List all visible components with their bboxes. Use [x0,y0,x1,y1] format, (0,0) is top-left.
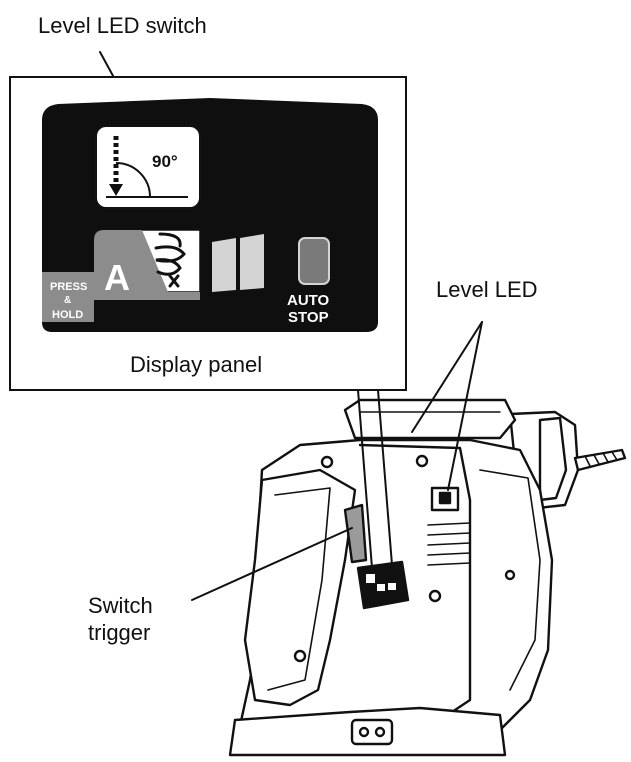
angle-label: 90° [152,152,178,171]
drill-display-panel [356,560,410,610]
mode-a-button[interactable]: A [93,229,201,298]
label-switch-trigger: Switch trigger [88,592,153,646]
stop-label: STOP [288,309,329,326]
leader-level-led-b [447,321,483,491]
drill-switch-trigger [343,503,368,564]
level-led-switch-button[interactable]: 90° [95,125,201,209]
display-panel-enlarged: 90° A PRESS & HOLD AUTO STOP [42,98,378,332]
mode-letter: A [104,257,130,298]
rotary-hammer-drawing [228,398,627,757]
label-level-led-switch: Level LED switch [38,13,207,38]
label-level-led: Level LED [436,277,538,302]
label-display-panel: Display panel [130,352,263,377]
drill-bit [573,448,627,472]
label-switch-trigger-line1: Switch [88,593,153,618]
auto-stop-led [298,237,330,285]
hammer-drill-icon [154,232,186,288]
press-label: PRESS [50,281,87,293]
auto-stop-indicator: AUTO STOP [287,237,330,326]
auto-label: AUTO [287,292,330,309]
drill-vents [427,522,471,566]
leader-display-b [377,389,393,566]
mode-indicator-segments [212,234,264,292]
drill-handle [243,468,357,707]
leader-level-led-a [411,321,483,433]
label-switch-trigger-line2: trigger [88,620,151,645]
leader-display-a [357,389,373,569]
press-hold-tab: PRESS & HOLD [42,272,200,322]
leader-switch-trigger [191,527,353,601]
hold-label: HOLD [52,309,83,321]
amp-label: & [64,295,71,306]
